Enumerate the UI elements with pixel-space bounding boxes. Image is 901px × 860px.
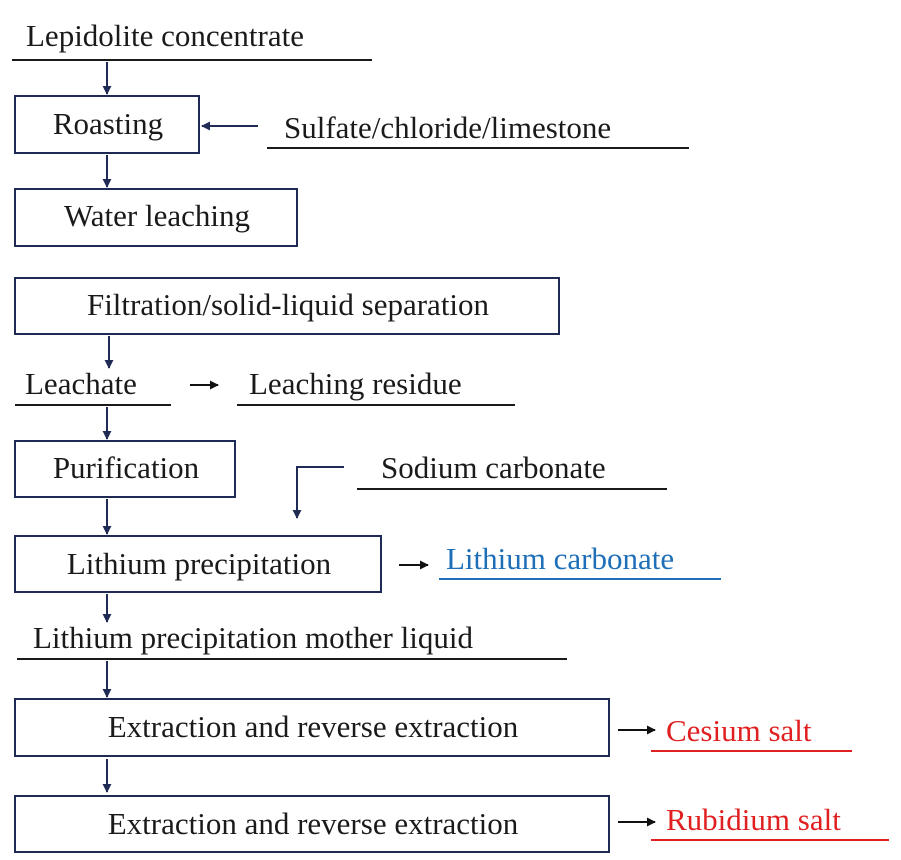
label-roasting: Roasting: [52, 106, 164, 141]
box-extraction-1: [14, 698, 610, 757]
label-additives: Sulfate/chloride/limestone: [284, 110, 612, 145]
label-mother-liquid: Lithium precipitation mother liquid: [33, 620, 473, 655]
label-purification: Purification: [52, 450, 200, 485]
label-cesium-salt: Cesium salt: [666, 713, 812, 748]
label-leaching-residue: Leaching residue: [249, 366, 462, 401]
label-extraction-1: Extraction and reverse extraction: [107, 709, 519, 744]
label-water-leaching: Water leaching: [64, 198, 250, 233]
label-lepidolite-concentrate: Lepidolite concentrate: [26, 18, 305, 53]
box-water-leaching: [14, 188, 298, 247]
box-lithium-precipitation: [14, 535, 382, 593]
label-lithium-carbonate: Lithium carbonate: [446, 541, 675, 576]
arrow-sodium-carbonate-to-precipitation: [292, 466, 344, 519]
box-roasting: [14, 95, 200, 154]
label-rubidium-salt: Rubidium salt: [666, 802, 841, 837]
label-lithium-precipitation: Lithium precipitation: [66, 546, 332, 581]
label-leachate: Leachate: [25, 366, 137, 401]
box-extraction-2: [14, 795, 610, 853]
label-filtration: Filtration/solid-liquid separation: [86, 287, 490, 322]
box-filtration: [14, 277, 560, 335]
label-sodium-carbonate: Sodium carbonate: [381, 450, 606, 485]
box-purification: [14, 440, 236, 498]
label-extraction-2: Extraction and reverse extraction: [107, 806, 519, 841]
